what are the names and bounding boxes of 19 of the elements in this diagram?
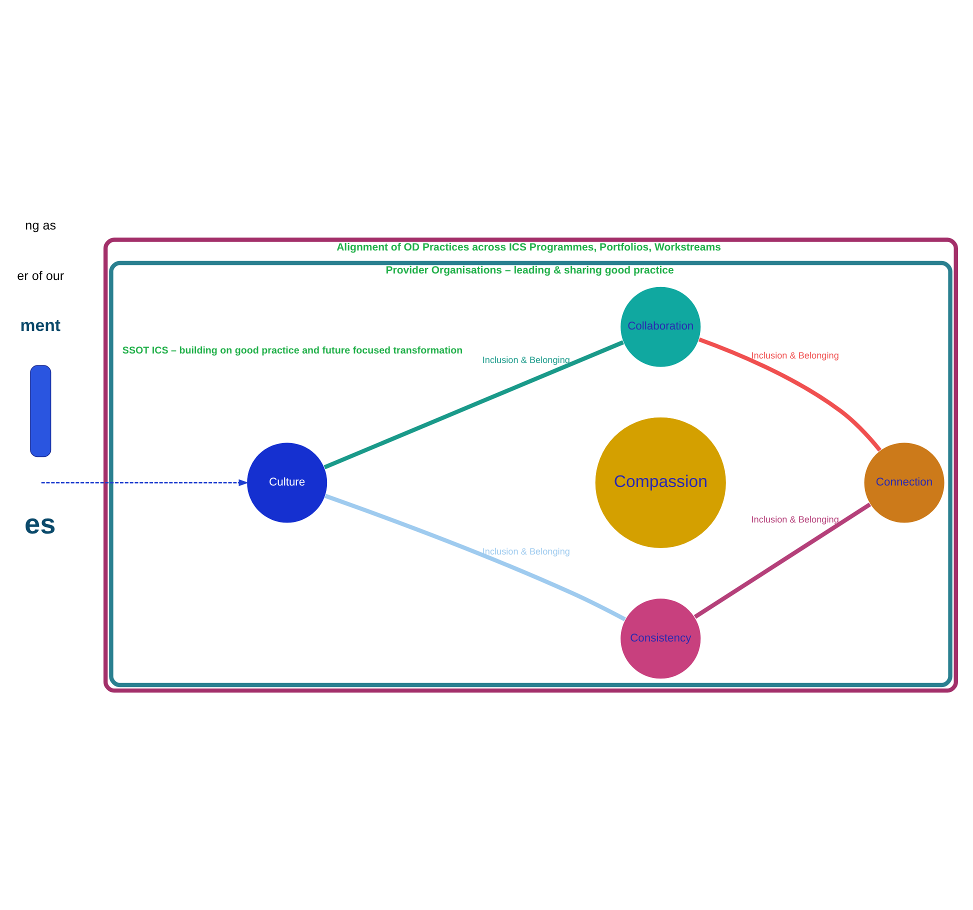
label: ng as: [25, 218, 56, 233]
connector: [324, 340, 624, 470]
node-circle: Collaboration: [620, 286, 702, 368]
edge-label: Inclusion & Belonging: [482, 354, 570, 365]
node-box: [30, 365, 52, 458]
connector: [324, 494, 626, 622]
node-circle: Culture: [246, 442, 328, 524]
edge-label: Inclusion & Belonging: [751, 514, 839, 524]
node-circle: Consistency: [620, 598, 702, 680]
label: ment: [20, 316, 61, 336]
edge-label: Inclusion & Belonging: [751, 350, 839, 361]
edge-label: Inclusion & Belonging: [482, 546, 570, 557]
arrow: [41, 479, 249, 486]
label: er of our: [17, 269, 64, 284]
connector: [698, 337, 882, 452]
connector: [694, 502, 872, 619]
node-circle: Connection: [864, 442, 945, 524]
label: es: [24, 508, 56, 540]
node-circle: Compassion: [594, 416, 727, 549]
